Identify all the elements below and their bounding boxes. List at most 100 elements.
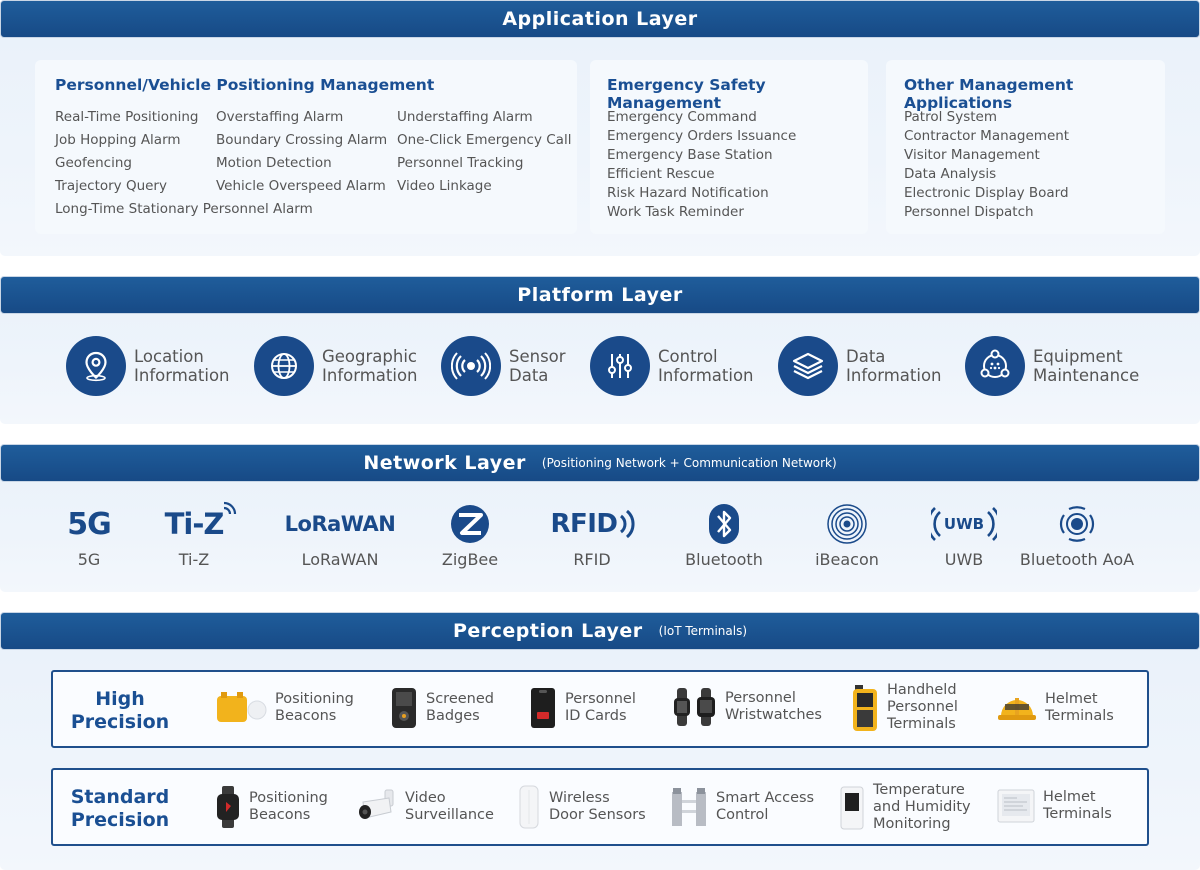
terminal-label: Terminals <box>1043 806 1112 822</box>
platform-label: Control <box>658 347 718 366</box>
rfid-waves-icon <box>619 509 635 539</box>
platform-layer-header: Platform Layer <box>0 276 1200 314</box>
app-item: Job Hopping Alarm <box>55 132 181 148</box>
platform-label: Data <box>509 366 549 385</box>
terminal-label: Surveillance <box>405 807 494 823</box>
terminal-label: Badges <box>426 708 480 724</box>
app-item: Emergency Command <box>607 109 757 125</box>
app-item: Vehicle Overspeed Alarm <box>216 178 386 194</box>
network-item-lorawan: LoRaWAN LoRaWAN <box>280 498 400 569</box>
door-sensor-icon <box>519 785 539 829</box>
app-item: Motion Detection <box>216 155 332 171</box>
precision-label: Precision <box>70 809 170 831</box>
app-item: One-Click Emergency Call <box>397 132 572 148</box>
terminal-label: Wireless <box>549 790 610 806</box>
terminal-label: Terminals <box>887 716 956 732</box>
camera-icon <box>359 789 394 819</box>
platform-label: Equipment <box>1033 347 1123 366</box>
app-item: Emergency Orders Issuance <box>607 128 797 144</box>
precision-label: Standard <box>70 786 170 808</box>
network-item-uwb: UWB UWB <box>904 498 1024 569</box>
app-item: Real-Time Positioning <box>55 109 199 125</box>
network-layer-header: Network Layer (Positioning Network + Com… <box>0 444 1200 482</box>
network-item-5g: 5G 5G <box>29 498 149 570</box>
terminal-label: Door Sensors <box>549 807 646 823</box>
uwb-waves-icon <box>931 507 997 541</box>
terminal-label: Personnel <box>565 691 636 707</box>
other-applications-card: Other Management Applications Patrol Sys… <box>886 60 1165 234</box>
terminal-label: Personnel <box>725 690 796 706</box>
helmet-icon <box>998 698 1036 720</box>
app-item: Data Analysis <box>904 166 997 182</box>
network-label: LoRaWAN <box>301 550 379 569</box>
network-layer-title: Network Layer <box>363 452 526 474</box>
network-label: iBeacon <box>815 550 879 569</box>
wristwatch-icon <box>674 688 715 726</box>
id-card-icon <box>531 688 555 728</box>
app-item: Visitor Management <box>904 147 1040 163</box>
terminal-label: ID Cards <box>565 708 627 724</box>
terminal-label: Helmet <box>1045 691 1098 707</box>
5g-logo: 5G <box>67 506 111 542</box>
app-item: Contractor Management <box>904 128 1070 144</box>
app-item: Personnel Tracking <box>397 155 524 171</box>
perception-layer-title: Perception Layer <box>452 620 643 642</box>
app-item: Understaffing Alarm <box>397 109 533 125</box>
card-title: Personnel/Vehicle Positioning Management <box>55 76 435 94</box>
terminal-label: Helmet <box>1043 789 1096 805</box>
network-label: UWB <box>944 550 984 569</box>
network-nodes-icon <box>965 336 1025 396</box>
precision-label: Precision <box>70 711 170 733</box>
bluetooth-icon <box>709 504 739 544</box>
perception-layer-subtitle: (IoT Terminals) <box>658 624 748 638</box>
ibeacon-icon <box>827 504 867 544</box>
network-item-bluetooth: Bluetooth <box>664 498 784 569</box>
bluetooth-aoa-icon <box>1059 506 1095 542</box>
card-title: Other Management Applications <box>904 76 1074 112</box>
platform-label: Maintenance <box>1033 366 1140 385</box>
screened-badge-icon <box>392 688 416 728</box>
globe-icon <box>254 336 314 396</box>
app-item: Efficient Rescue <box>607 166 715 182</box>
precision-label: High <box>95 688 145 710</box>
positioning-beacon-icon <box>217 692 267 722</box>
network-item-ibeacon: iBeacon <box>787 498 907 569</box>
emergency-management-card: Emergency Safety Management Emergency Co… <box>590 60 868 234</box>
terminal-label: Smart Access <box>716 790 815 806</box>
network-item-tiz: Ti-Z Ti-Z <box>134 498 254 569</box>
app-item: Overstaffing Alarm <box>216 109 344 125</box>
thermometer-device-icon <box>840 786 864 829</box>
terminal-label: Screened <box>426 691 494 707</box>
terminal-label: Temperature <box>873 782 965 798</box>
turnstile-icon <box>672 788 706 826</box>
network-label: 5G <box>77 550 101 569</box>
location-pin-icon <box>66 336 126 396</box>
terminal-label: Beacons <box>275 708 337 724</box>
terminal-label: Positioning <box>249 790 328 806</box>
tiz-logo: Ti-Z <box>164 507 225 541</box>
layers-icon <box>778 336 838 396</box>
platform-label: Information <box>846 366 942 385</box>
positioning-beacon-icon <box>217 786 239 828</box>
network-label: Bluetooth AoA <box>1019 550 1135 569</box>
lorawan-logo: LoRaWAN <box>284 512 396 536</box>
platform-label: Information <box>322 366 418 385</box>
handheld-terminal-icon <box>853 684 877 731</box>
uwb-logo: UWB <box>943 515 985 533</box>
terminal-label: Control <box>716 807 769 823</box>
